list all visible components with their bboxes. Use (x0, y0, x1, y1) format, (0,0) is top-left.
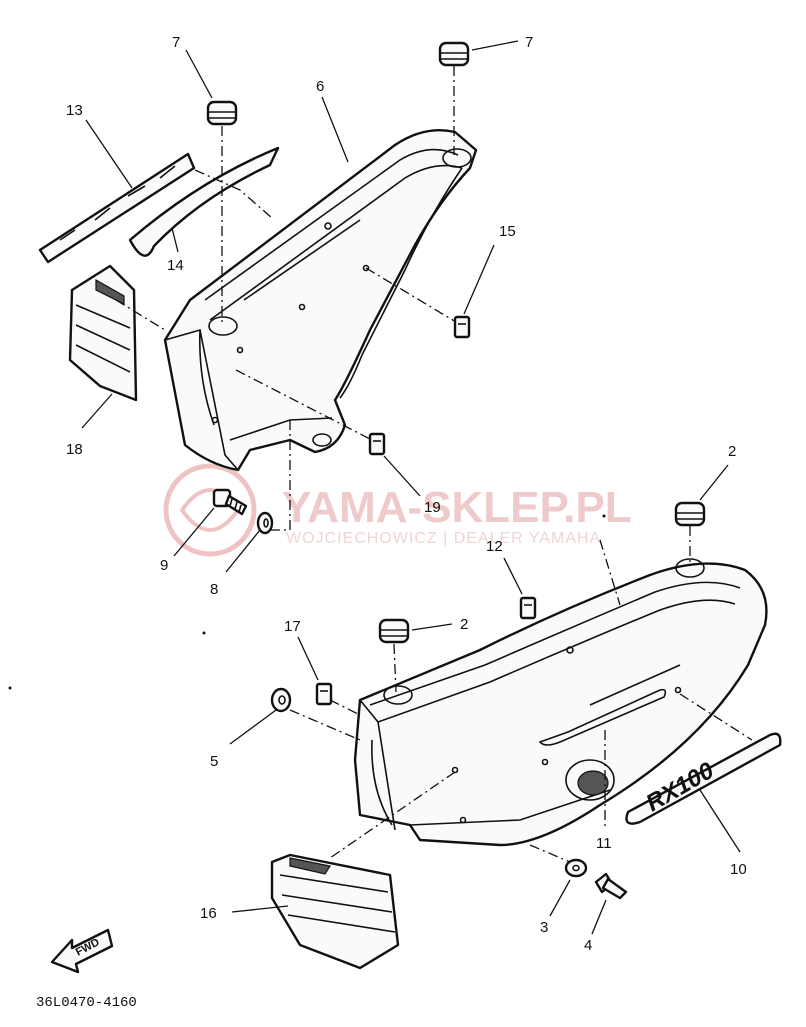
speck (202, 631, 206, 635)
speck (602, 514, 606, 518)
grommet-2-center (378, 618, 410, 644)
louver-18 (68, 264, 138, 402)
watermark-title: YAMA-SKLEP.PL (282, 483, 632, 532)
callout-12: 12 (486, 538, 503, 555)
callout-4: 4 (584, 937, 592, 954)
grommet-7-upper-left (206, 100, 238, 126)
clip-19 (368, 432, 386, 456)
callout-17: 17 (284, 618, 301, 635)
callout-7-left: 7 (172, 34, 180, 51)
washer-5 (270, 687, 292, 713)
screw-4 (594, 872, 628, 900)
right-side-cover (353, 558, 768, 847)
callout-11: 11 (596, 835, 612, 852)
callout-6: 6 (316, 78, 324, 95)
clip-12 (519, 596, 537, 620)
grommet-2-right (674, 501, 706, 527)
callout-14: 14 (167, 257, 184, 274)
washer-8 (256, 511, 274, 535)
callout-3: 3 (540, 919, 548, 936)
callout-2-center: 2 (460, 616, 468, 633)
callout-7-right: 7 (525, 34, 533, 51)
clip-17 (315, 682, 333, 706)
watermark: YAMA-SKLEP.PL WOJCIECHOWICZ | DEALER YAM… (163, 463, 632, 557)
callout-16: 16 (200, 905, 217, 922)
callout-15: 15 (499, 223, 516, 240)
louver-16 (270, 853, 400, 970)
callout-9: 9 (160, 557, 168, 574)
washer-3 (564, 858, 588, 878)
callout-18: 18 (66, 441, 83, 458)
callout-19: 19 (424, 499, 441, 516)
bolt-9 (212, 488, 248, 516)
leader-lines (81, 40, 741, 935)
clip-15 (453, 315, 471, 339)
callout-5: 5 (210, 753, 218, 770)
left-side-cover (163, 129, 478, 472)
watermark-logo-icon (163, 463, 257, 557)
watermark-subtitle: WOJCIECHOWICZ | DEALER YAMAHA (286, 530, 601, 547)
fwd-arrow-icon: FWD (50, 928, 114, 974)
callout-10: 10 (730, 861, 747, 878)
callout-8: 8 (210, 581, 218, 598)
emblem-strip-13 (38, 152, 196, 264)
drawing-code: 36L0470-4160 (36, 995, 137, 1011)
callout-13: 13 (66, 102, 83, 119)
callout-2-right: 2 (728, 443, 736, 460)
callout-labels: 7 7 6 13 14 15 18 19 9 8 2 12 17 2 5 11 … (66, 34, 747, 954)
trim-strip-14 (128, 146, 280, 257)
speck (8, 686, 12, 690)
grommet-7-upper-right (438, 41, 470, 67)
assembly-lines (115, 66, 753, 863)
